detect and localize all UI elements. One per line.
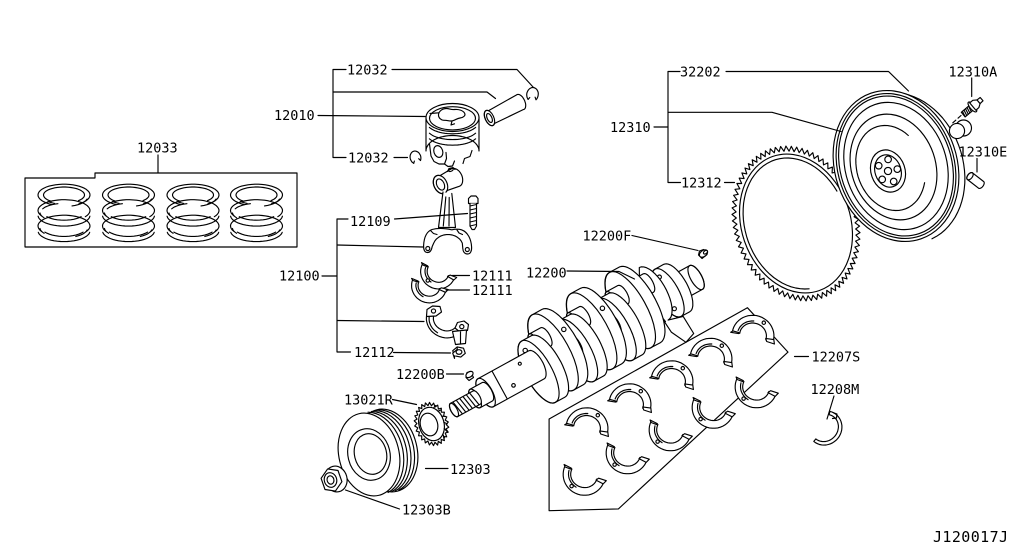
pin-snap-ring-upper [526,86,539,101]
leader-line [667,111,842,133]
piston-pin [483,93,527,127]
connecting-rod [423,166,473,255]
main-bearing-upper [730,314,775,345]
thrust-washer [813,410,843,446]
leader-line [631,234,699,252]
rod-bearing-upper [420,262,458,290]
label-rod-cap[interactable]: 12112 [354,345,395,361]
crankshaft [448,263,705,418]
rod-cap [425,305,470,346]
flywheel [832,89,966,243]
main-bearing-upper [607,383,652,414]
main-bearing-set [562,314,779,496]
piston-ring-set [101,183,156,243]
leader-line [393,212,469,220]
piston-ring-set [166,183,220,243]
leader-line [826,395,835,420]
main-bearing-lower [562,463,607,496]
pin-snap-ring-lower [409,150,422,164]
pulley-nut [320,465,348,493]
label-piston-rod-assy[interactable]: 12100 [279,269,320,285]
flywheel-bolt [960,96,984,118]
main-bearing-lower [691,396,736,429]
main-bearing-upper [688,337,733,368]
crank-sprocket [413,401,450,447]
label-thrust-washer[interactable]: 12208M [811,382,860,398]
piston-ring-set-box [24,172,298,248]
leader-line [566,270,636,280]
main-bearing-lower [734,376,779,409]
leader-line [336,319,425,323]
label-drive-plate[interactable]: 32202 [680,65,721,81]
leader-line [336,218,352,353]
leader-line [336,244,424,248]
leader-line [317,114,426,118]
label-rod-bearing-1[interactable]: 12111 [472,269,513,285]
label-main-bearing-set[interactable]: 12207S [812,350,861,366]
ring-gear [731,145,861,302]
label-flywheel-bolt[interactable]: 12310A [949,65,998,81]
label-crank-bolt-b[interactable]: 12200B [396,367,445,383]
piston-ring-set [37,183,91,243]
main-bearing-upper [564,407,609,438]
label-dowel-pin[interactable]: 12310E [959,145,1008,161]
leader-line [391,398,418,406]
label-flywheel-assy[interactable]: 12310 [610,120,651,136]
label-crank-pulley[interactable]: 12303 [450,462,491,478]
main-bearing-lower [605,442,650,475]
label-crank-sprocket[interactable]: 13021R [344,393,394,409]
label-pulley-nut[interactable]: 12303B [402,503,451,519]
rod-bolt [467,195,479,231]
label-connecting-rod[interactable]: 12109 [350,214,391,230]
leader-line [391,68,535,89]
piston [425,102,480,168]
piston-ring-set [229,183,284,243]
leader-line [725,70,910,92]
label-piston-pin[interactable]: 12032 [347,63,388,79]
crank-bolt-b [465,370,475,382]
label-rod-bearing-2[interactable]: 12111 [472,283,513,299]
crank-bolt-f [697,248,709,260]
leader-line-dashed [950,114,962,125]
rod-cap-nut [452,346,466,359]
main-bearing-box [548,307,789,512]
leader-line [332,91,497,100]
diagram-code: J120017J [933,528,1008,546]
label-ring-set[interactable]: 12033 [137,141,178,157]
main-bearing-lower [648,419,693,452]
flywheel-boss [948,119,973,140]
label-crankshaft[interactable]: 12200 [526,266,567,282]
dowel-pin [966,172,985,189]
leader-line [392,351,452,354]
label-pin-snap-ring[interactable]: 12032 [348,151,389,167]
label-piston[interactable]: 12010 [274,108,315,124]
label-crank-bolt-f[interactable]: 12200F [583,229,632,245]
leader-line [332,68,347,159]
label-ring-gear[interactable]: 12312 [681,176,722,192]
leader-line [667,70,682,184]
crank-pulley [337,408,419,497]
main-bearing-upper [649,360,694,391]
leader-line [344,489,401,510]
